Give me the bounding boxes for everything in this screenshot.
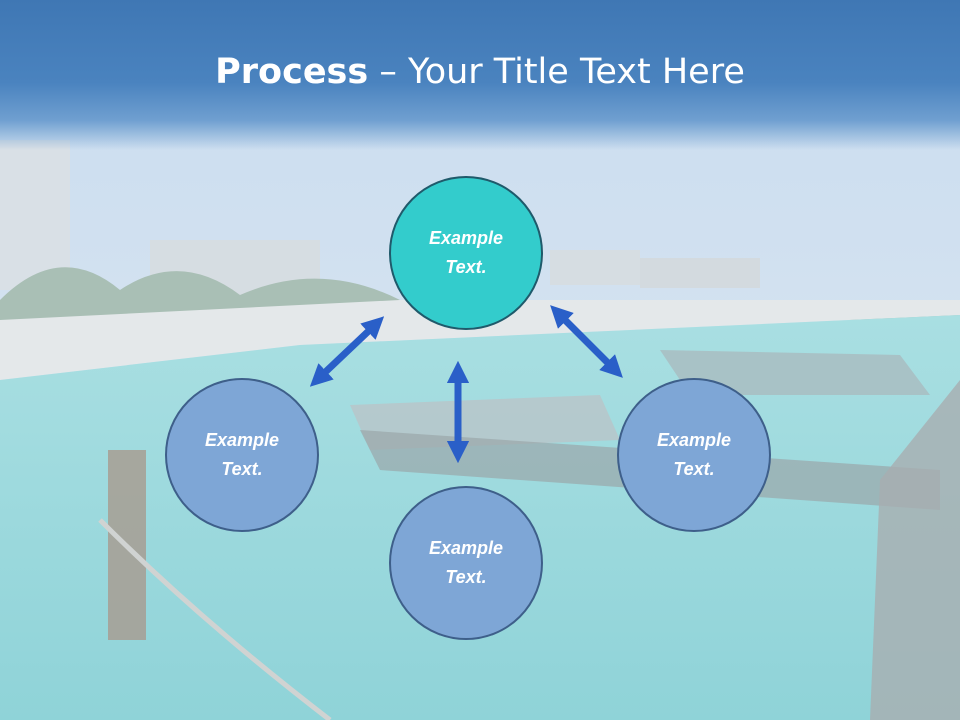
title-rest: – Your Title Text Here <box>368 52 745 92</box>
arrow-top-left <box>309 316 385 387</box>
node-top: Example Text. <box>389 176 543 330</box>
node-right-text: Example Text. <box>656 430 732 479</box>
title-bold: Process <box>215 52 369 92</box>
node-top-text: Example Text. <box>428 228 504 277</box>
node-right: Example Text. <box>617 378 771 532</box>
arrow-top-right <box>550 305 623 378</box>
node-left-text: Example Text. <box>204 430 280 479</box>
node-left: Example Text. <box>165 378 319 532</box>
node-bottom-text: Example Text. <box>428 538 504 587</box>
node-bottom: Example Text. <box>389 486 543 640</box>
slide-title: Process – Your Title Text Here <box>0 52 960 92</box>
title-bar <box>0 0 960 150</box>
